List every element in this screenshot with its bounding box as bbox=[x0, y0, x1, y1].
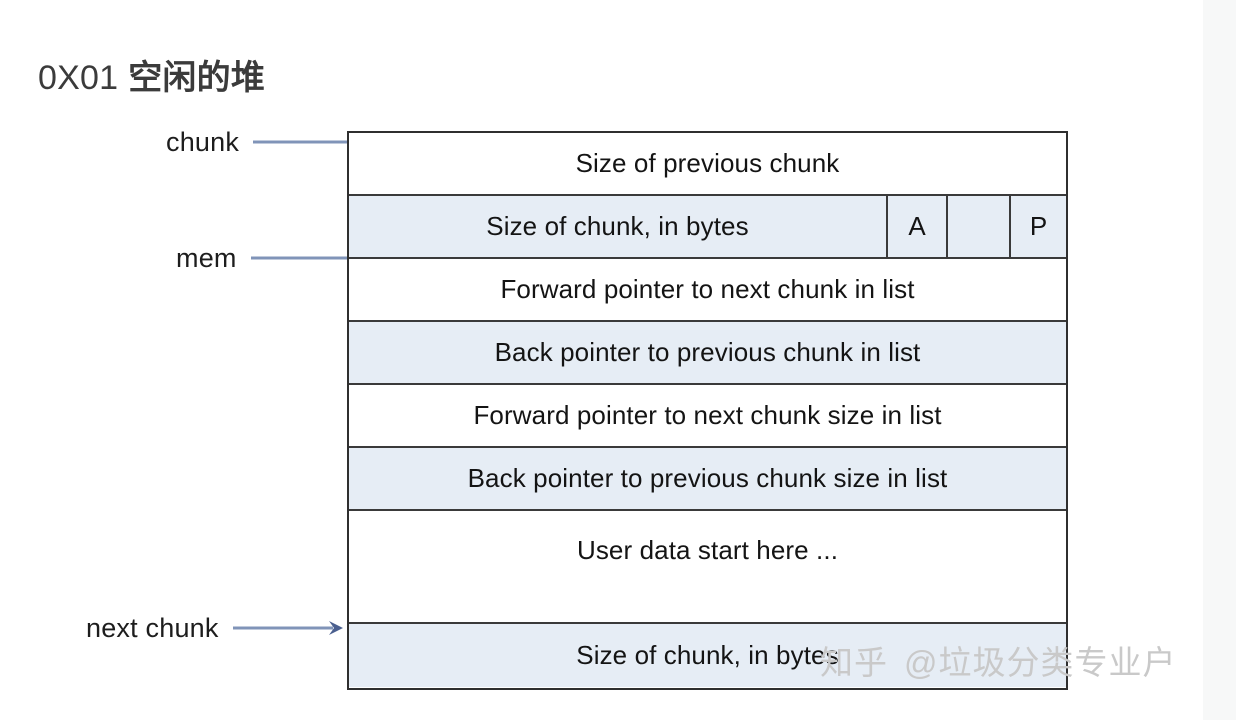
row-label: Size of chunk, in bytes bbox=[576, 640, 839, 670]
row-label: Size of chunk, in bytes bbox=[486, 211, 749, 241]
row-label: Back pointer to previous chunk size in l… bbox=[467, 463, 948, 493]
pointer-chunk: chunk bbox=[166, 126, 365, 157]
flag-p-label: P bbox=[1029, 211, 1048, 241]
page-title-cjk: 空闲的堆 bbox=[128, 58, 266, 97]
row-label: Forward pointer to next chunk in list bbox=[500, 274, 915, 304]
flag-cell-a: A bbox=[888, 196, 948, 257]
flag-cell-blank bbox=[948, 196, 1011, 257]
arrow-right-icon bbox=[250, 251, 361, 265]
pointer-next-chunk: next chunk bbox=[86, 612, 345, 643]
chunk-size-cell: Size of chunk, in bytes bbox=[349, 196, 888, 257]
row-label: Forward pointer to next chunk size in li… bbox=[473, 400, 942, 430]
pointer-mem-label: mem bbox=[176, 242, 237, 273]
right-edge-strip bbox=[1203, 0, 1236, 720]
diagram-row-back-pointer: Back pointer to previous chunk in list bbox=[349, 322, 1066, 385]
diagram-row-bk-nextsize: Back pointer to previous chunk size in l… bbox=[349, 448, 1066, 511]
row-label: Back pointer to previous chunk in list bbox=[494, 337, 921, 367]
pointer-chunk-label: chunk bbox=[166, 126, 240, 157]
diagram-row-prev-size: Size of previous chunk bbox=[349, 133, 1066, 196]
flag-cell-p: P bbox=[1011, 196, 1066, 257]
chunk-layout-diagram: Size of previous chunk Size of chunk, in… bbox=[347, 131, 1068, 690]
diagram-row-user-data: User data start here ... bbox=[349, 511, 1066, 624]
page-title-hex: 0X01 bbox=[38, 58, 119, 97]
flag-a-label: A bbox=[908, 211, 926, 241]
diagram-row-fd-nextsize: Forward pointer to next chunk size in li… bbox=[349, 385, 1066, 448]
pointer-next-chunk-label: next chunk bbox=[86, 612, 219, 643]
row-label: User data start here ... bbox=[576, 535, 839, 565]
diagram-row-forward-pointer: Forward pointer to next chunk in list bbox=[349, 259, 1066, 322]
diagram-row-footer-size: Size of chunk, in bytes bbox=[349, 624, 1066, 687]
diagram-row-chunk-size: Size of chunk, in bytes A P bbox=[349, 196, 1066, 259]
row-label: Size of previous chunk bbox=[575, 148, 840, 178]
arrow-right-icon bbox=[232, 621, 343, 635]
pointer-mem: mem bbox=[176, 242, 363, 273]
